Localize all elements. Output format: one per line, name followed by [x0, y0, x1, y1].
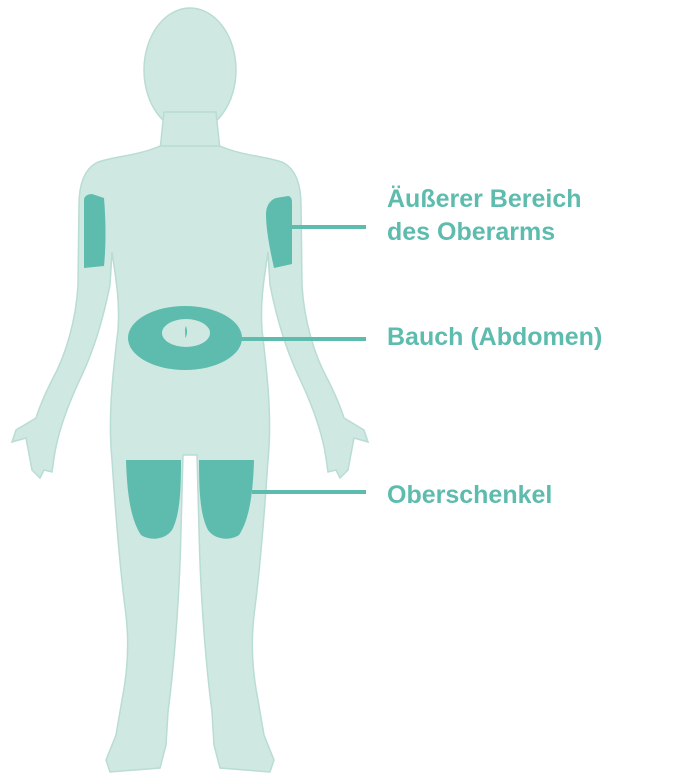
upper-arm-label-line1: Äußerer Bereich: [387, 183, 582, 216]
upper-arm-label-line2: des Oberarms: [387, 216, 582, 249]
body-outline: [12, 146, 368, 772]
upper-arm-label: Äußerer Bereich des Oberarms: [387, 183, 582, 249]
neck: [160, 112, 220, 150]
thigh-label: Oberschenkel: [387, 479, 552, 512]
abdomen-label: Bauch (Abdomen): [387, 321, 602, 354]
body-silhouette: [12, 8, 368, 772]
left-upper-arm-zone: [84, 194, 106, 268]
